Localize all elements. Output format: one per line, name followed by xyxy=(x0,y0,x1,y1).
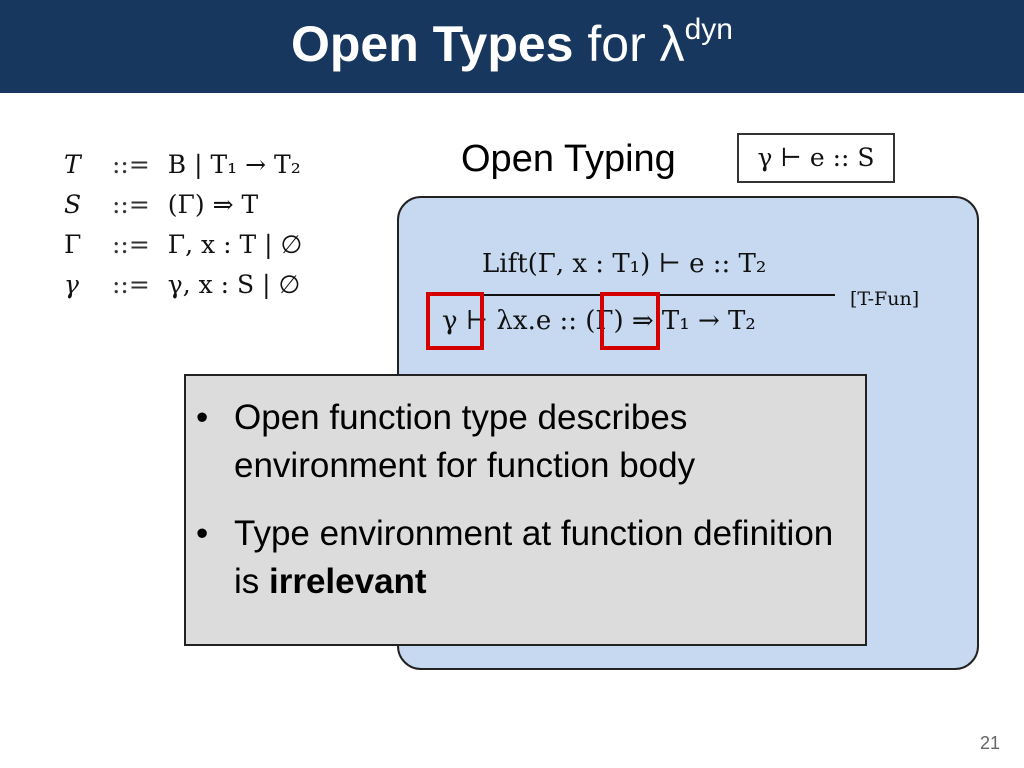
grammar-row: γ ::= γ, x : S | ∅ xyxy=(60,265,308,305)
note-text: Open function type describes environment… xyxy=(234,398,696,485)
grammar-def: ::= xyxy=(112,190,150,219)
page-number: 21 xyxy=(980,733,1001,753)
typing-judgment: γ ⊢ e :: S xyxy=(757,143,875,172)
slide-title: Open Types for λdyn xyxy=(0,14,1024,74)
grammar-def: ::= xyxy=(112,230,150,259)
gamma-highlight-box xyxy=(426,292,484,350)
title-rest: for λ xyxy=(573,16,685,72)
title-bold: Open Types xyxy=(291,16,574,72)
grammar-row: T ::= B | T₁ → T₂ xyxy=(60,145,308,185)
grammar-lhs: T xyxy=(64,150,81,179)
grammar-rhs: Γ, x : T | ∅ xyxy=(167,230,303,259)
grammar-lhs: S xyxy=(64,190,82,219)
note-emphasis: irrelevant xyxy=(269,562,427,601)
bullet-icon: • xyxy=(196,514,209,553)
grammar-def: ::= xyxy=(112,270,150,299)
typing-judgment-box: γ ⊢ e :: S xyxy=(737,133,895,183)
note-text-wrap: Type environment at function definition … xyxy=(234,510,854,606)
type-grammar: T ::= B | T₁ → T₂ S ::= (Γ) ⇒ T Γ ::= Γ,… xyxy=(60,145,308,305)
title-superscript: dyn xyxy=(684,13,733,46)
grammar-rhs: B | T₁ → T₂ xyxy=(167,150,301,179)
grammar-def: ::= xyxy=(112,150,150,179)
grammar-row: S ::= (Γ) ⇒ T xyxy=(60,185,308,225)
grammar-lhs: Γ xyxy=(64,230,82,259)
grammar-lhs: γ xyxy=(64,270,79,299)
rule-conclusion: γ ⊢ λx.e :: (Γ) ⇒ T₁ → T₂ xyxy=(442,306,756,336)
note-text: Type environment at function definition … xyxy=(234,514,834,601)
rule-name: [T-Fun] xyxy=(850,288,920,310)
open-typing-label: Open Typing xyxy=(461,138,676,180)
title-bar: Open Types for λdyn xyxy=(0,0,1024,93)
rule-premise: Lift(Γ, x : T₁) ⊢ e :: T₂ xyxy=(482,249,767,279)
env-highlight-box xyxy=(600,292,660,350)
notes-callout: • Open function type describes environme… xyxy=(184,374,867,646)
grammar-row: Γ ::= Γ, x : T | ∅ xyxy=(60,225,308,265)
grammar-rhs: γ, x : S | ∅ xyxy=(167,270,301,299)
grammar-rhs: (Γ) ⇒ T xyxy=(167,190,259,219)
bullet-icon: • xyxy=(196,398,209,437)
